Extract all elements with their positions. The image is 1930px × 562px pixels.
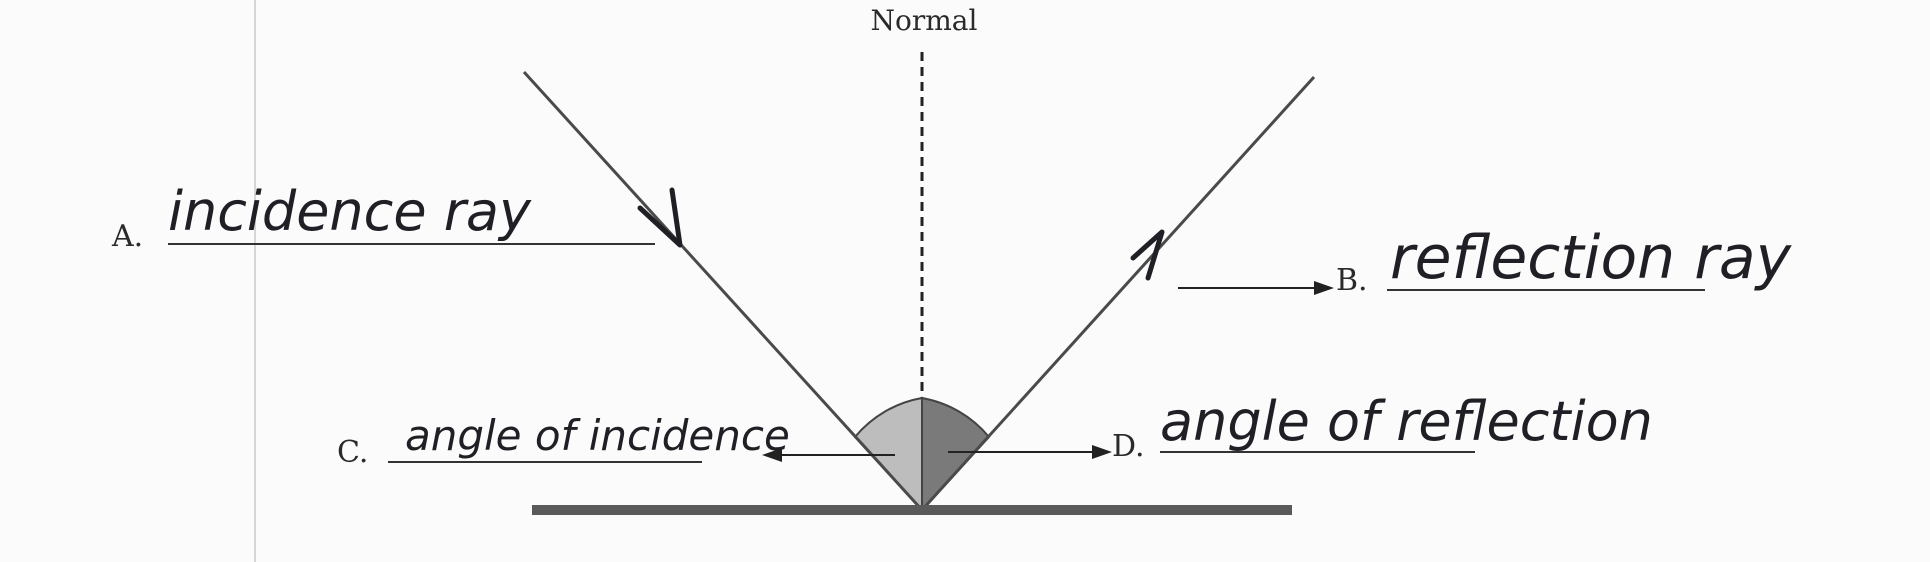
reflected-arrowhead bbox=[1130, 229, 1165, 281]
label-b: B. bbox=[1336, 263, 1368, 298]
label-a: A. bbox=[111, 219, 143, 254]
pointer-arrowhead-b bbox=[1314, 281, 1334, 295]
reflected-ray bbox=[920, 75, 1316, 512]
label-d: D. bbox=[1112, 429, 1145, 464]
mirror-surface bbox=[532, 505, 1292, 515]
answer-c: angle of incidence bbox=[405, 411, 790, 460]
normal-label: Normal bbox=[871, 4, 978, 37]
answer-b: reflection ray bbox=[1390, 223, 1793, 293]
incident-arrowhead bbox=[637, 187, 683, 248]
incident-ray bbox=[522, 70, 924, 512]
pointer-arrowhead-c bbox=[762, 448, 782, 462]
pointer-arrowhead-d bbox=[1092, 445, 1112, 459]
angle-of-reflection-wedge bbox=[921, 396, 991, 513]
label-c: C. bbox=[337, 435, 368, 470]
answer-a: incidence ray bbox=[168, 180, 532, 243]
answer-d: angle of reflection bbox=[1160, 390, 1653, 453]
